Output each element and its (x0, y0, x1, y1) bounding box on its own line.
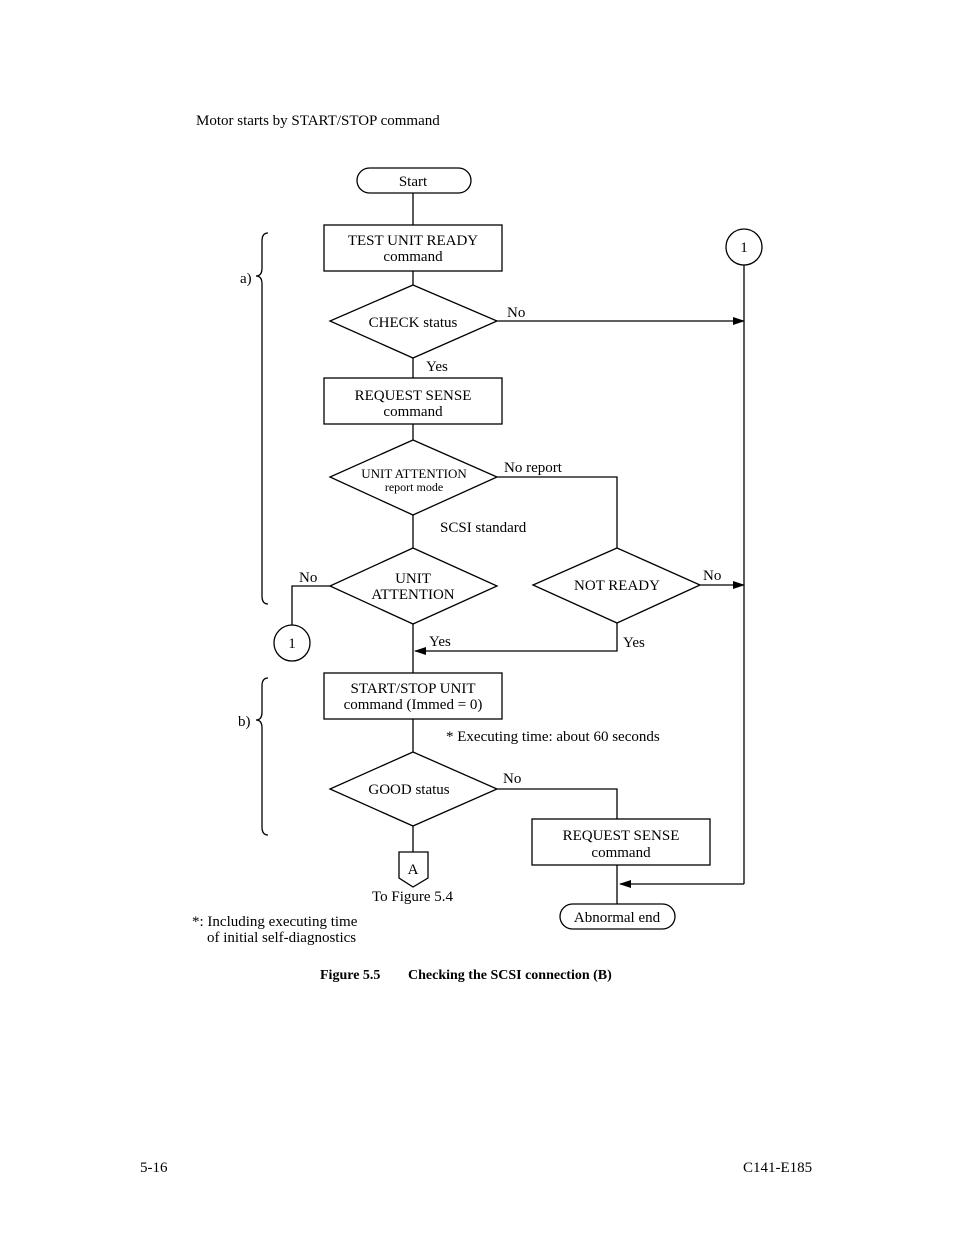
off-page-connector-a (398, 851, 429, 888)
not-ready-no-label: No (703, 568, 721, 584)
rs2-line2: command (591, 845, 651, 861)
bracket-a-label: a) (240, 271, 252, 287)
figure-title: Checking the SCSI connection (B) (408, 968, 612, 983)
rs1-line1: REQUEST SENSE (355, 388, 472, 404)
connector-1-left-label: 1 (288, 636, 296, 652)
executing-time-note: * Executing time: about 60 seconds (446, 729, 660, 745)
tur-line2: command (383, 249, 443, 265)
check-status-label: CHECK status (369, 315, 458, 331)
connector-1-right-label: 1 (740, 240, 748, 256)
ua-mode-line1: UNIT ATTENTION (361, 466, 467, 481)
check-no-label: No (507, 305, 525, 321)
request-sense-box-2 (531, 818, 711, 866)
request-sense-box-1 (323, 377, 503, 425)
good-no-label: No (503, 771, 521, 787)
brace-b (255, 677, 269, 836)
abnormal-end-label: Abnormal end (574, 910, 661, 926)
ua-line2: ATTENTION (371, 587, 454, 603)
connector-a-label: A (408, 862, 419, 878)
rs2-line1: REQUEST SENSE (563, 828, 680, 844)
test-unit-ready-box (323, 224, 503, 272)
check-yes-label: Yes (426, 359, 448, 375)
ua-yes-label: Yes (429, 634, 451, 650)
ua-mode-line2: report mode (385, 480, 443, 494)
start-label: Start (399, 174, 428, 190)
good-status-label: GOOD status (368, 782, 449, 798)
not-ready-yes-label: Yes (623, 635, 645, 651)
rs1-line2: command (383, 404, 443, 420)
ssu-line1: START/STOP UNIT (351, 681, 476, 697)
ua-no-label: No (299, 570, 317, 586)
ua-line1: UNIT (395, 571, 431, 587)
not-ready-label: NOT READY (574, 578, 660, 594)
document-id: C141-E185 (743, 1160, 813, 1176)
connector-1-left (273, 624, 311, 662)
no-report-label: No report (504, 460, 563, 476)
to-figure-label: To Figure 5.4 (372, 889, 454, 905)
page-number: 5-16 (140, 1160, 168, 1176)
abnormal-end-terminator (559, 903, 676, 930)
ssu-line2: command (Immed = 0) (344, 697, 483, 713)
brace-a (255, 232, 269, 605)
page-heading: Motor starts by START/STOP command (196, 113, 440, 129)
bracket-b-label: b) (238, 714, 251, 730)
start-terminator (356, 167, 472, 194)
figure-number: Figure 5.5 (320, 968, 381, 983)
footnote-line2: of initial self-diagnostics (207, 930, 357, 946)
start-stop-unit-box (323, 672, 503, 720)
footnote-line1: *: Including executing time (192, 914, 358, 930)
tur-line1: TEST UNIT READY (348, 233, 478, 249)
scsi-standard-label: SCSI standard (440, 520, 527, 536)
